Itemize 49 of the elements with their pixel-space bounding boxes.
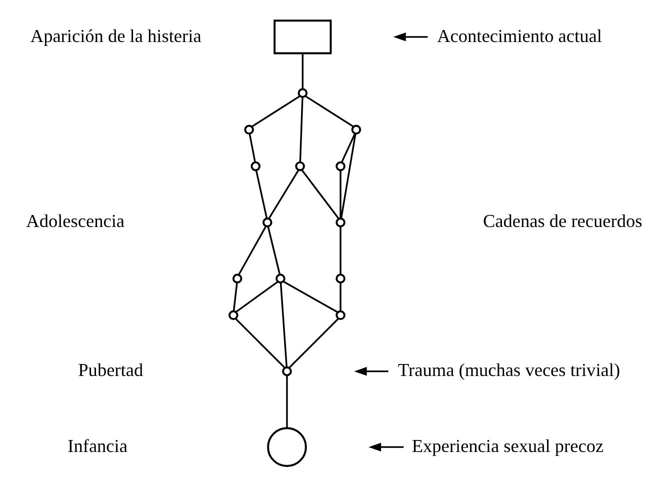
node-circle — [267, 427, 307, 467]
connector — [251, 96, 300, 128]
node-circle — [228, 310, 238, 320]
connector — [288, 318, 339, 368]
connector — [286, 376, 288, 428]
connector — [340, 133, 356, 163]
connector — [255, 170, 268, 219]
connector — [268, 170, 300, 219]
connector — [340, 170, 342, 218]
connector — [340, 226, 342, 275]
node-circle — [244, 124, 254, 135]
node-circle — [336, 218, 346, 228]
label: Adolescencia — [26, 211, 125, 232]
node-circle — [276, 274, 286, 284]
connector — [340, 134, 356, 219]
connector — [299, 96, 304, 162]
arrow — [354, 366, 388, 376]
connector — [236, 281, 278, 313]
node-circle — [250, 161, 261, 172]
arrow — [393, 32, 428, 42]
connector — [267, 226, 281, 275]
connector — [340, 282, 342, 311]
node-text: Acontecimiento actual — [437, 26, 602, 46]
node-circle — [336, 161, 346, 172]
connector — [232, 282, 238, 311]
node-circle — [295, 161, 305, 172]
connector — [235, 318, 286, 368]
connector — [302, 53, 304, 89]
node-circle — [298, 88, 308, 98]
node-circle — [282, 366, 292, 376]
connector — [282, 280, 338, 313]
node-circle — [351, 124, 362, 135]
node-circle — [232, 274, 242, 284]
node-label: Aparición de la histeria — [30, 26, 202, 46]
label: Pubertad — [78, 360, 144, 380]
connector — [305, 96, 354, 128]
node-circle — [336, 274, 346, 284]
node-circle — [262, 218, 272, 228]
node-circle — [336, 310, 346, 320]
connector — [248, 133, 256, 162]
connector — [301, 169, 340, 220]
node-box — [274, 20, 332, 54]
label: Infancia — [68, 436, 128, 456]
connector — [238, 226, 266, 276]
arrow — [368, 442, 404, 452]
connector — [280, 282, 288, 368]
label: Cadenas de recuerdos — [482, 211, 642, 232]
node-text: Trauma (muchas veces trivial) — [398, 360, 620, 380]
node-text: Experiencia sexual precoz — [412, 436, 604, 456]
